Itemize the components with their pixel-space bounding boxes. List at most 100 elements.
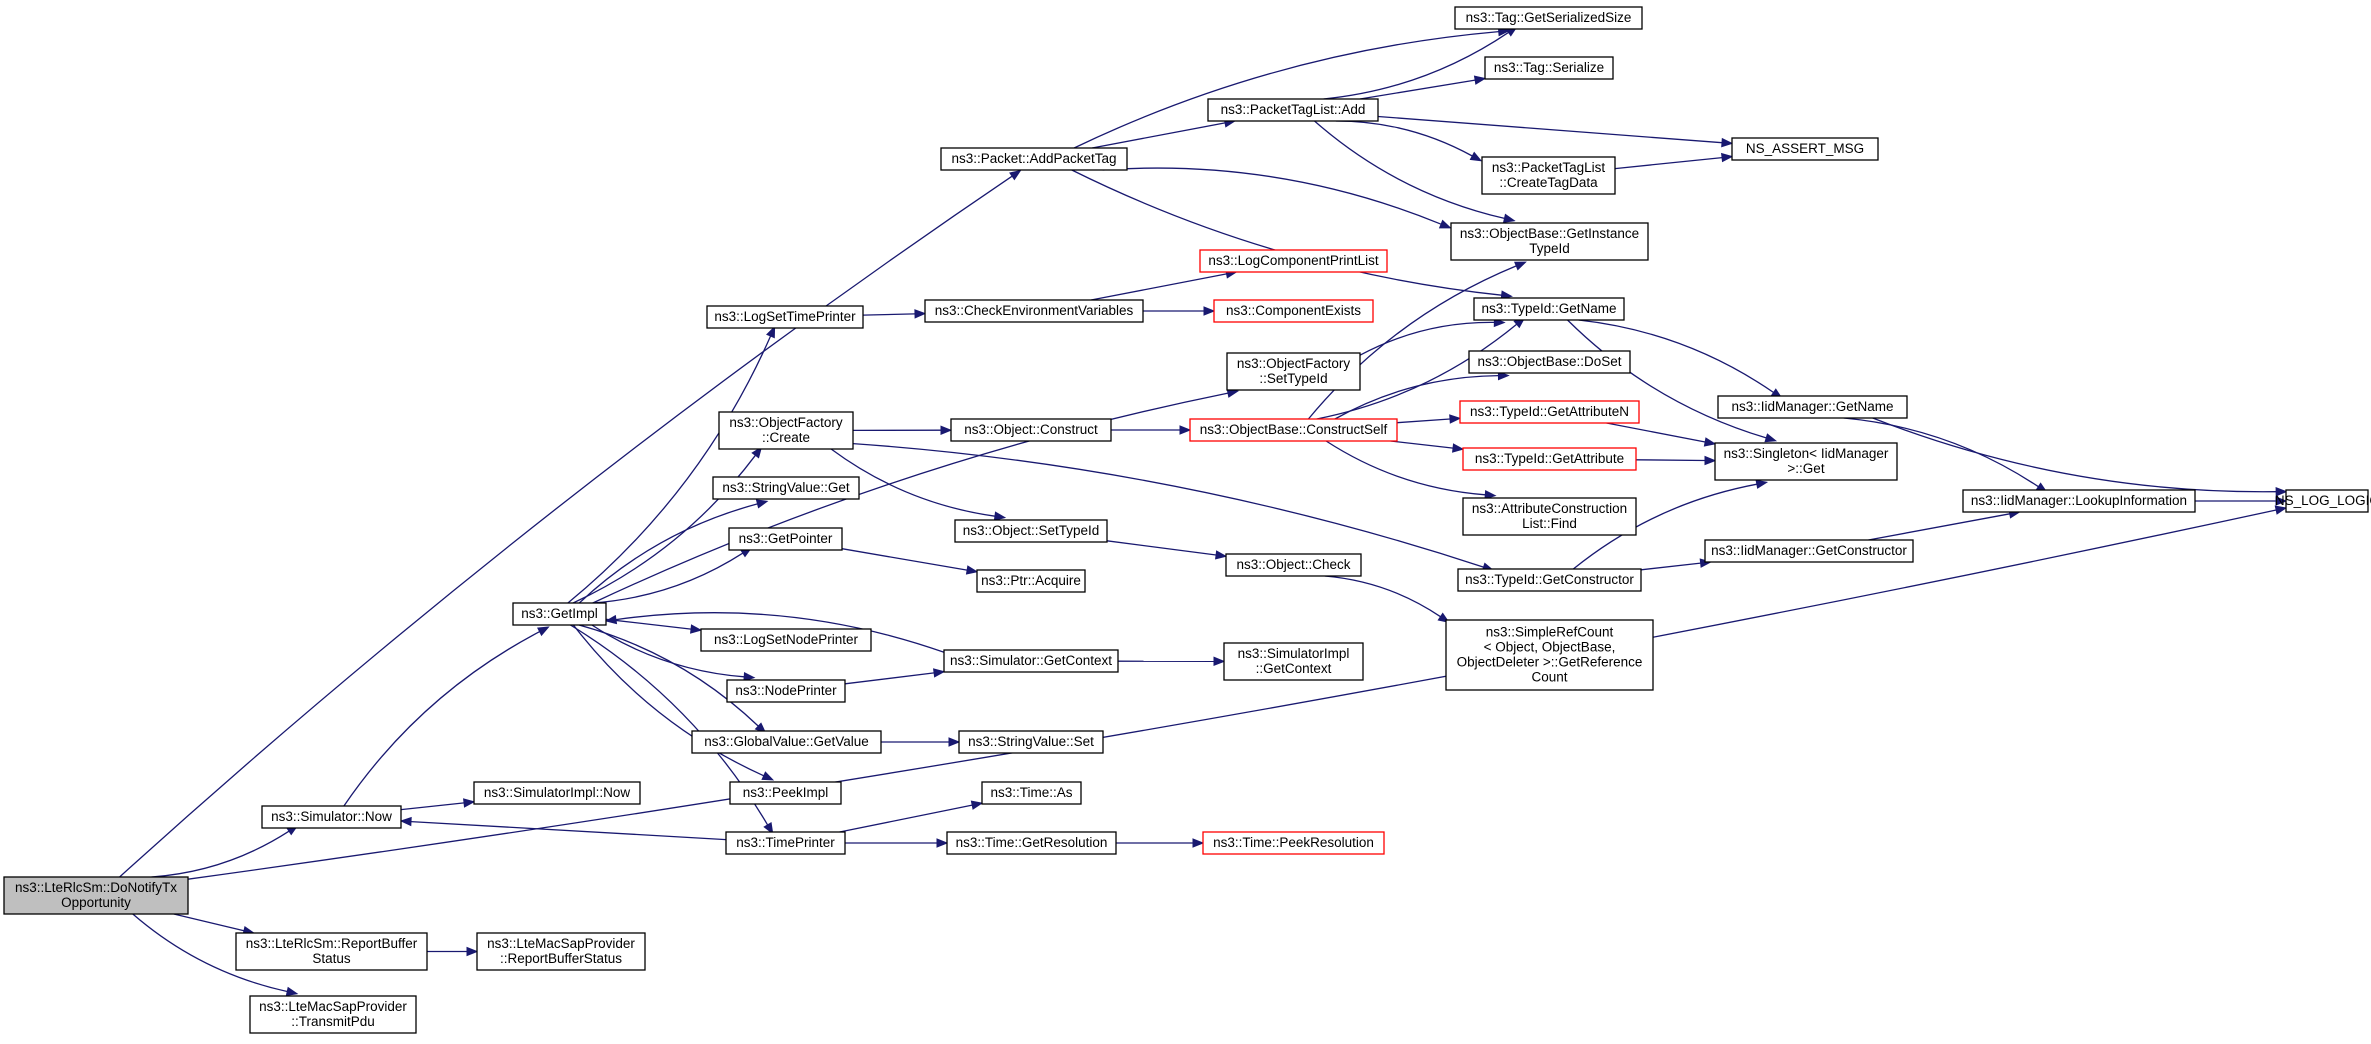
node-check-env[interactable]: ns3::CheckEnvironmentVariables: [924, 299, 1144, 323]
node-ptl-createtag[interactable]: ns3::PacketTagList::CreateTagData: [1481, 156, 1616, 195]
node-box[interactable]: [1962, 489, 2196, 513]
node-ptl-add[interactable]: ns3::PacketTagList::Add: [1207, 98, 1379, 122]
node-log-set-node[interactable]: ns3::LogSetNodePrinter: [700, 628, 872, 652]
node-ob-doset[interactable]: ns3::ObjectBase::DoSet: [1468, 350, 1631, 374]
node-box[interactable]: [1481, 156, 1616, 195]
node-box[interactable]: [943, 649, 1119, 673]
node-box[interactable]: [1462, 497, 1637, 536]
node-timeprinter[interactable]: ns3::TimePrinter: [725, 831, 846, 855]
node-box[interactable]: [940, 147, 1128, 171]
node-box[interactable]: [235, 932, 428, 971]
node-box[interactable]: [1454, 6, 1643, 30]
node-typeid-getattr[interactable]: ns3::TypeId::GetAttribute: [1462, 447, 1637, 471]
node-typeid-getconstructor[interactable]: ns3::TypeId::GetConstructor: [1457, 568, 1642, 592]
node-peekimpl[interactable]: ns3::PeekImpl: [729, 781, 842, 805]
node-box[interactable]: [976, 569, 1086, 593]
node-typeid-getname[interactable]: ns3::TypeId::GetName: [1473, 297, 1625, 321]
node-box[interactable]: [1226, 352, 1361, 391]
node-box[interactable]: [1202, 831, 1385, 855]
node-time-getres[interactable]: ns3::Time::GetResolution: [946, 831, 1117, 855]
node-log-set-time[interactable]: ns3::LogSetTimePrinter: [706, 305, 864, 329]
node-gv-getvalue[interactable]: ns3::GlobalValue::GetValue: [691, 730, 882, 754]
node-box[interactable]: [1213, 299, 1374, 323]
node-box[interactable]: [1473, 297, 1625, 321]
node-ns-assert-msg[interactable]: NS_ASSERT_MSG: [1731, 137, 1879, 161]
node-box[interactable]: [1223, 642, 1364, 681]
node-box[interactable]: [476, 932, 646, 971]
node-iid-getconstructor[interactable]: ns3::IidManager::GetConstructor: [1704, 539, 1914, 563]
node-iid-getname[interactable]: ns3::IidManager::GetName: [1717, 395, 1908, 419]
node-mac-report[interactable]: ns3::LteMacSapProvider::ReportBufferStat…: [476, 932, 646, 971]
node-object-check[interactable]: ns3::Object::Check: [1225, 553, 1362, 577]
node-box[interactable]: [1199, 249, 1388, 273]
node-box[interactable]: [1189, 418, 1398, 442]
node-transmit-pdu[interactable]: ns3::LteMacSapProvider::TransmitPdu: [249, 995, 417, 1034]
node-box[interactable]: [1225, 553, 1362, 577]
node-box[interactable]: [954, 519, 1108, 543]
node-log-comp-print[interactable]: ns3::LogComponentPrintList: [1199, 249, 1388, 273]
node-box[interactable]: [1717, 395, 1908, 419]
node-getimpl[interactable]: ns3::GetImpl: [512, 602, 607, 626]
node-object-settypeid[interactable]: ns3::Object::SetTypeId: [954, 519, 1108, 543]
node-box[interactable]: [1462, 447, 1637, 471]
node-box[interactable]: [1207, 98, 1379, 122]
node-report-buffer[interactable]: ns3::LteRlcSm::ReportBufferStatus: [235, 932, 428, 971]
node-sim-getcontext[interactable]: ns3::Simulator::GetContext: [943, 649, 1119, 673]
node-getpointer[interactable]: ns3::GetPointer: [728, 527, 843, 551]
node-add-packet-tag[interactable]: ns3::Packet::AddPacketTag: [940, 147, 1128, 171]
node-box[interactable]: [261, 805, 402, 829]
node-box[interactable]: [706, 305, 864, 329]
node-time-as[interactable]: ns3::Time::As: [981, 781, 1082, 805]
node-sim-now[interactable]: ns3::Simulator::Now: [261, 805, 402, 829]
node-box[interactable]: [924, 299, 1144, 323]
node-box[interactable]: [1445, 619, 1654, 691]
node-box[interactable]: [981, 781, 1082, 805]
node-box[interactable]: [1468, 350, 1631, 374]
node-object-construct[interactable]: ns3::Object::Construct: [950, 418, 1112, 442]
node-box[interactable]: [726, 679, 846, 703]
node-box[interactable]: [1459, 400, 1640, 424]
node-box[interactable]: [958, 730, 1104, 754]
node-tag-getsersize[interactable]: ns3::Tag::GetSerializedSize: [1454, 6, 1643, 30]
node-ns-log-logic[interactable]: NS_LOG_LOGIC: [2275, 489, 2371, 513]
node-box[interactable]: [512, 602, 607, 626]
node-box[interactable]: [2285, 489, 2369, 513]
node-singleton-get[interactable]: ns3::Singleton< IidManager>::Get: [1714, 442, 1898, 481]
node-box[interactable]: [712, 476, 860, 500]
node-box[interactable]: [1731, 137, 1879, 161]
node-box[interactable]: [1714, 442, 1898, 481]
node-box[interactable]: [728, 527, 843, 551]
node-of-settypeid[interactable]: ns3::ObjectFactory::SetTypeId: [1226, 352, 1361, 391]
node-simplerefcount[interactable]: ns3::SimpleRefCount< Object, ObjectBase,…: [1445, 619, 1654, 691]
node-box[interactable]: [249, 995, 417, 1034]
node-tag-serialize[interactable]: ns3::Tag::Serialize: [1484, 56, 1614, 80]
node-box[interactable]: [950, 418, 1112, 442]
node-label: ns3::StringValue::Get: [722, 480, 850, 495]
node-typeid-getattrn[interactable]: ns3::TypeId::GetAttributeN: [1459, 400, 1640, 424]
node-box[interactable]: [700, 628, 872, 652]
node-box[interactable]: [718, 411, 854, 450]
node-time-peekres[interactable]: ns3::Time::PeekResolution: [1202, 831, 1385, 855]
node-stringvalue-set[interactable]: ns3::StringValue::Set: [958, 730, 1104, 754]
node-box[interactable]: [1484, 56, 1614, 80]
node-nodeprinter[interactable]: ns3::NodePrinter: [726, 679, 846, 703]
node-box[interactable]: [729, 781, 842, 805]
node-comp-exists[interactable]: ns3::ComponentExists: [1213, 299, 1374, 323]
node-iid-lookup[interactable]: ns3::IidManager::LookupInformation: [1962, 489, 2196, 513]
node-of-create[interactable]: ns3::ObjectFactory::Create: [718, 411, 854, 450]
node-stringvalue-get[interactable]: ns3::StringValue::Get: [712, 476, 860, 500]
node-box[interactable]: [946, 831, 1117, 855]
node-simimpl-getcontext[interactable]: ns3::SimulatorImpl::GetContext: [1223, 642, 1364, 681]
node-box[interactable]: [1450, 222, 1649, 261]
node-box[interactable]: [1704, 539, 1914, 563]
node-box[interactable]: [691, 730, 882, 754]
node-box[interactable]: [1457, 568, 1642, 592]
node-simimpl-now[interactable]: ns3::SimulatorImpl::Now: [473, 781, 641, 805]
node-box[interactable]: [473, 781, 641, 805]
node-label: ns3::Simulator::Now: [271, 809, 392, 824]
node-box[interactable]: [725, 831, 846, 855]
node-ptr-acquire[interactable]: ns3::Ptr::Acquire: [976, 569, 1086, 593]
node-ob-constructself[interactable]: ns3::ObjectBase::ConstructSelf: [1189, 418, 1398, 442]
